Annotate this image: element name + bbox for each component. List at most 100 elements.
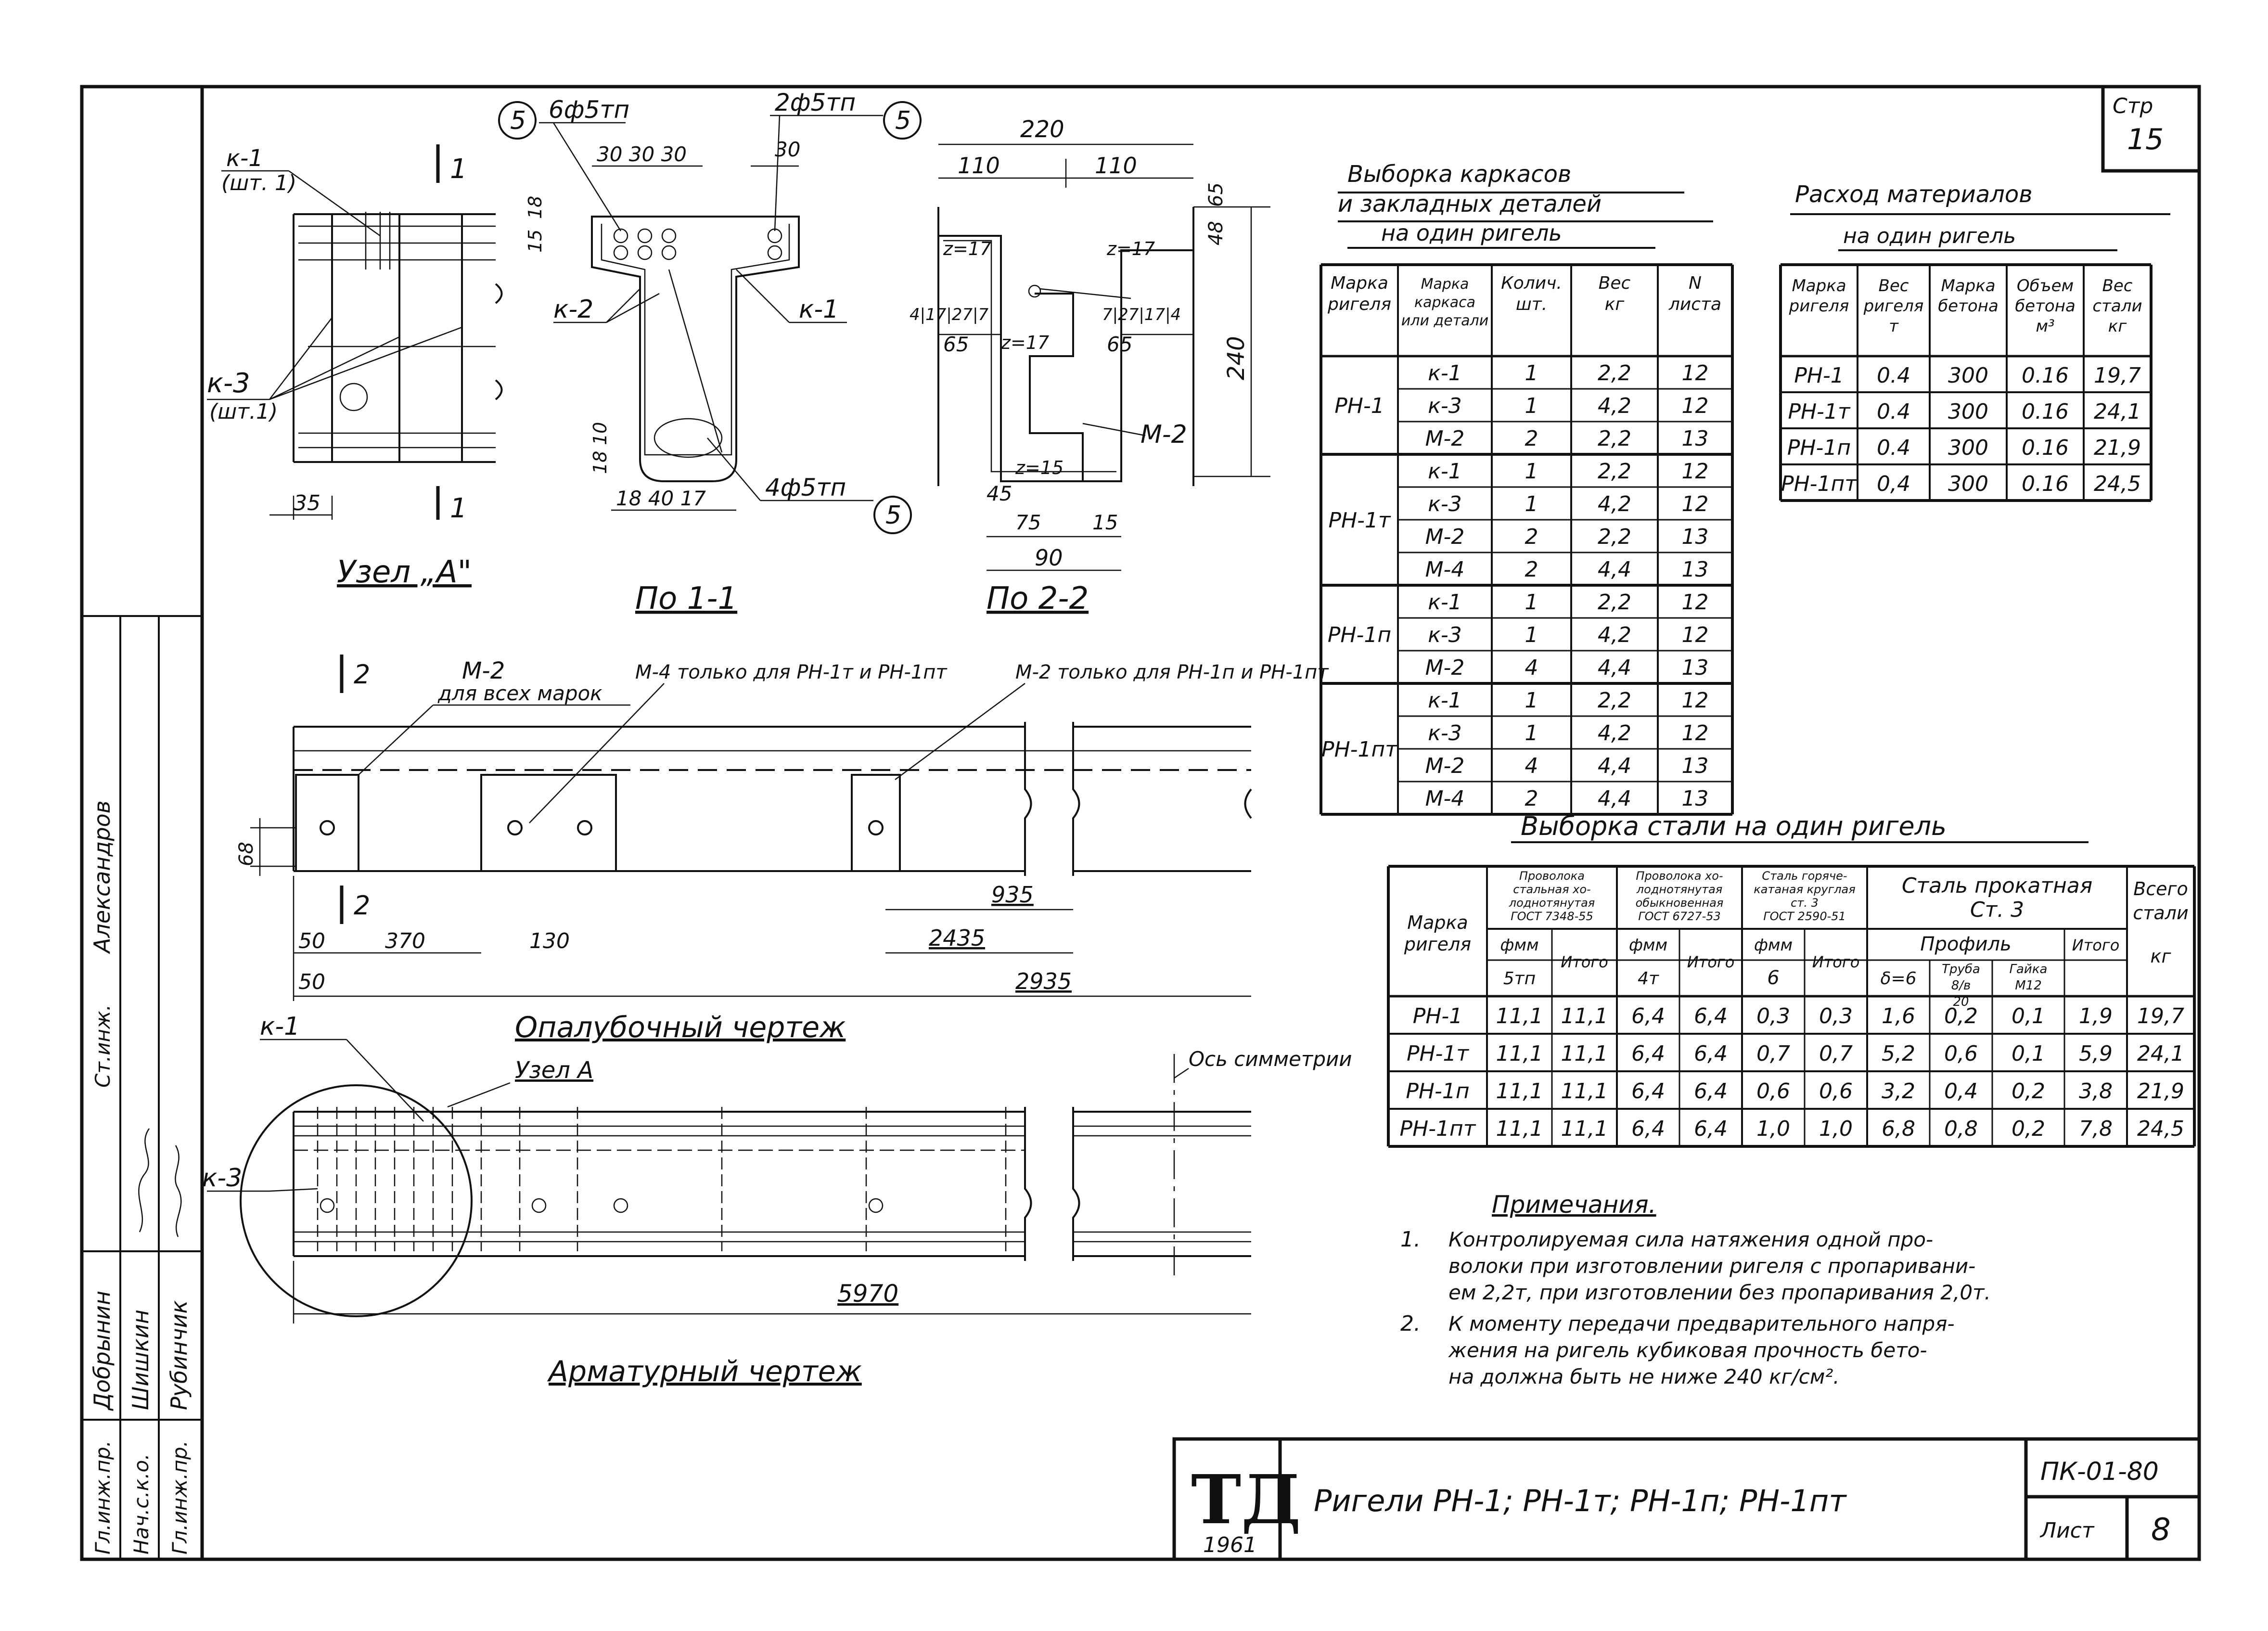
frames-cell-3-1-0: к-3 xyxy=(1428,721,1461,745)
steel-cell-2-2: 11,1 xyxy=(1561,1079,1608,1104)
title-block: ТД 1961 Ригели РН-1; РН-1т; РН-1п; РН-1п… xyxy=(1172,1437,2201,1561)
section-mark-2-top: 2 xyxy=(354,659,370,690)
formwork-title: Опалубочный чертеж xyxy=(515,1011,846,1044)
dim-15: 15 xyxy=(525,230,546,253)
frames-cell-2-2-2: 4,4 xyxy=(1598,655,1631,680)
page-corner-label: Стр xyxy=(2113,94,2153,118)
signature-block: Гл.инж.пр. Добрынин Нач.с.к.о. Шишкин Гл… xyxy=(82,616,202,1559)
dim-370: 370 xyxy=(385,929,425,953)
materials-cell-1-3: 0.16 xyxy=(2022,399,2069,424)
materials-header-3-2: м³ xyxy=(2036,317,2054,336)
frames-cell-2-0-2: 2,2 xyxy=(1598,590,1631,615)
circle-5-top-left xyxy=(498,101,537,140)
note-2-no: 2. xyxy=(1400,1311,1421,1336)
steel-h-total-0: Всего xyxy=(2133,878,2188,899)
note-2-line-3: на должна быть не ниже 240 кг/см². xyxy=(1448,1365,1840,1388)
steel-h-nut-0: Гайка xyxy=(2010,962,2048,976)
frame-k1-label: к-1 xyxy=(799,295,839,324)
frames-cell-2-2-3: 13 xyxy=(1682,655,1709,680)
steel-cell-2-6: 0,6 xyxy=(1819,1079,1853,1104)
section-2-2-drawing: 220 110 110 z=17 z=17 z=17 z=15 4|17|27|… xyxy=(910,116,1270,616)
note-2-line-2: жения на ригель кубиковая прочность бето… xyxy=(1448,1338,1927,1362)
frames-cell-2-1-2: 4,2 xyxy=(1598,623,1631,647)
signature-role-2: Нач.с.к.о. xyxy=(129,1453,153,1554)
frames-cell-3-3-0: М-4 xyxy=(1425,786,1465,811)
steel-h-grp3-2: ст. 3 xyxy=(1791,896,1819,910)
materials-cell-2-4: 21,9 xyxy=(2094,436,2141,460)
signature-role-3: Гл.инж.пр. xyxy=(168,1440,192,1554)
materials-cell-3-1: 0,4 xyxy=(1877,472,1910,496)
dim-30-30-30: 30 30 30 xyxy=(597,142,687,166)
frames-cell-1-1-2: 4,2 xyxy=(1598,492,1631,516)
signature-name-2: Шишкин xyxy=(128,1310,154,1410)
frames-title-3: на один ригель xyxy=(1381,220,1562,246)
frames-cell-0-2-3: 13 xyxy=(1682,426,1709,451)
frames-group-mark-2: РН-1п xyxy=(1328,623,1391,647)
steel-cell-1-8: 0,6 xyxy=(1944,1041,1978,1066)
sec22-4-17-27-7: 4|17|27|7 xyxy=(910,305,989,324)
label-m2-all-note: для всех марок xyxy=(437,681,602,705)
steel-h-itogo-6: Итого xyxy=(1812,953,1860,971)
steel-h-grp3-3: ГОСТ 2590-51 xyxy=(1763,910,1846,923)
plate-m4 xyxy=(480,774,617,872)
materials-cell-0-2: 300 xyxy=(1948,363,1988,388)
dim-50b: 50 xyxy=(298,970,325,994)
steel-h-tube-0: Труба xyxy=(1942,962,1980,976)
sec22-z17c: z=17 xyxy=(1000,332,1049,353)
frames-group-mark-0: РН-1 xyxy=(1334,394,1384,418)
frames-cell-3-3-2: 4,4 xyxy=(1598,786,1631,811)
frames-header-3-1: кг xyxy=(1605,295,1625,314)
steel-cell-1-6: 0,7 xyxy=(1819,1041,1853,1066)
steel-h-mark-0: Марка xyxy=(1407,912,1468,933)
frames-cell-0-1-1: 1 xyxy=(1525,394,1538,418)
frames-cell-0-1-0: к-3 xyxy=(1428,394,1461,418)
section-2-2-title: По 2-2 xyxy=(987,581,1089,616)
sec22-dim-65b: 65 xyxy=(1107,333,1132,356)
steel-cell-0-0: РН-1 xyxy=(1413,1004,1463,1028)
steel-h-tube-2: 20 xyxy=(1953,995,1969,1009)
dim-30: 30 xyxy=(775,138,800,161)
sec22-dim-45: 45 xyxy=(987,482,1012,505)
steel-h-total-2: кг xyxy=(2151,946,2172,967)
node-a-dim-35: 35 xyxy=(294,491,320,515)
materials-header-1-0: Вес xyxy=(1879,276,1909,295)
steel-h-d6: δ=6 xyxy=(1880,969,1916,989)
materials-header-0-0: Марка xyxy=(1792,276,1846,295)
notes: Примечания. 1. Контролируемая сила натяж… xyxy=(1400,1191,1991,1388)
dim-2935: 2935 xyxy=(1015,968,1072,994)
frames-cell-0-0-3: 12 xyxy=(1682,361,1709,385)
steel-cell-2-11: 21,9 xyxy=(2137,1079,2184,1104)
materials-header-3-1: бетона xyxy=(2015,296,2076,316)
frames-cell-3-3-1: 2 xyxy=(1525,786,1538,811)
steel-h-grp3-1: катаная круглая xyxy=(1754,883,1855,896)
plate-m2-b xyxy=(851,774,901,872)
steel-cell-0-3: 6,4 xyxy=(1631,1004,1665,1028)
frames-cell-1-3-3: 13 xyxy=(1682,557,1709,582)
steel-cell-0-9: 0,1 xyxy=(2012,1004,2045,1028)
dim-5970: 5970 xyxy=(837,1280,898,1308)
steel-h-tube-1: 8/в xyxy=(1951,978,1971,993)
materials-cell-3-4: 24,5 xyxy=(2094,472,2141,496)
materials-header-4-1: стали xyxy=(2092,296,2142,316)
label-m4-only: М-4 только для РН-1т и РН-1пт xyxy=(635,661,948,683)
materials-cell-2-1: 0.4 xyxy=(1877,436,1910,460)
note-1-line-3: ем 2,2т, при изготовлении без пропариван… xyxy=(1448,1281,1991,1304)
bar-top-right-label: 2ф5тп xyxy=(775,89,856,116)
steel-cell-1-1: 11,1 xyxy=(1496,1041,1543,1066)
materials-cell-2-3: 0.16 xyxy=(2022,436,2069,460)
circle-5-top-right xyxy=(883,101,922,140)
sec22-z17b: z=17 xyxy=(1106,238,1155,259)
steel-cell-1-5: 0,7 xyxy=(1756,1041,1790,1066)
sec22-dim-110a: 110 xyxy=(958,153,1000,179)
steel-h-grp1-3: ГОСТ 7348-55 xyxy=(1511,910,1593,923)
frames-header-3-0: Вес xyxy=(1599,273,1631,293)
sec22-dim-48: 48 xyxy=(1205,221,1227,245)
steel-h-mark-1: ригеля xyxy=(1404,934,1471,955)
frames-cell-0-2-0: М-2 xyxy=(1425,426,1465,451)
sec22-dim-15: 15 xyxy=(1092,511,1118,534)
steel-cell-3-1: 11,1 xyxy=(1496,1117,1543,1141)
steel-cell-0-6: 0,3 xyxy=(1819,1004,1853,1028)
sec22-7-27-17-4: 7|27|17|4 xyxy=(1102,305,1181,324)
frames-header-4-1: листа xyxy=(1668,295,1721,314)
